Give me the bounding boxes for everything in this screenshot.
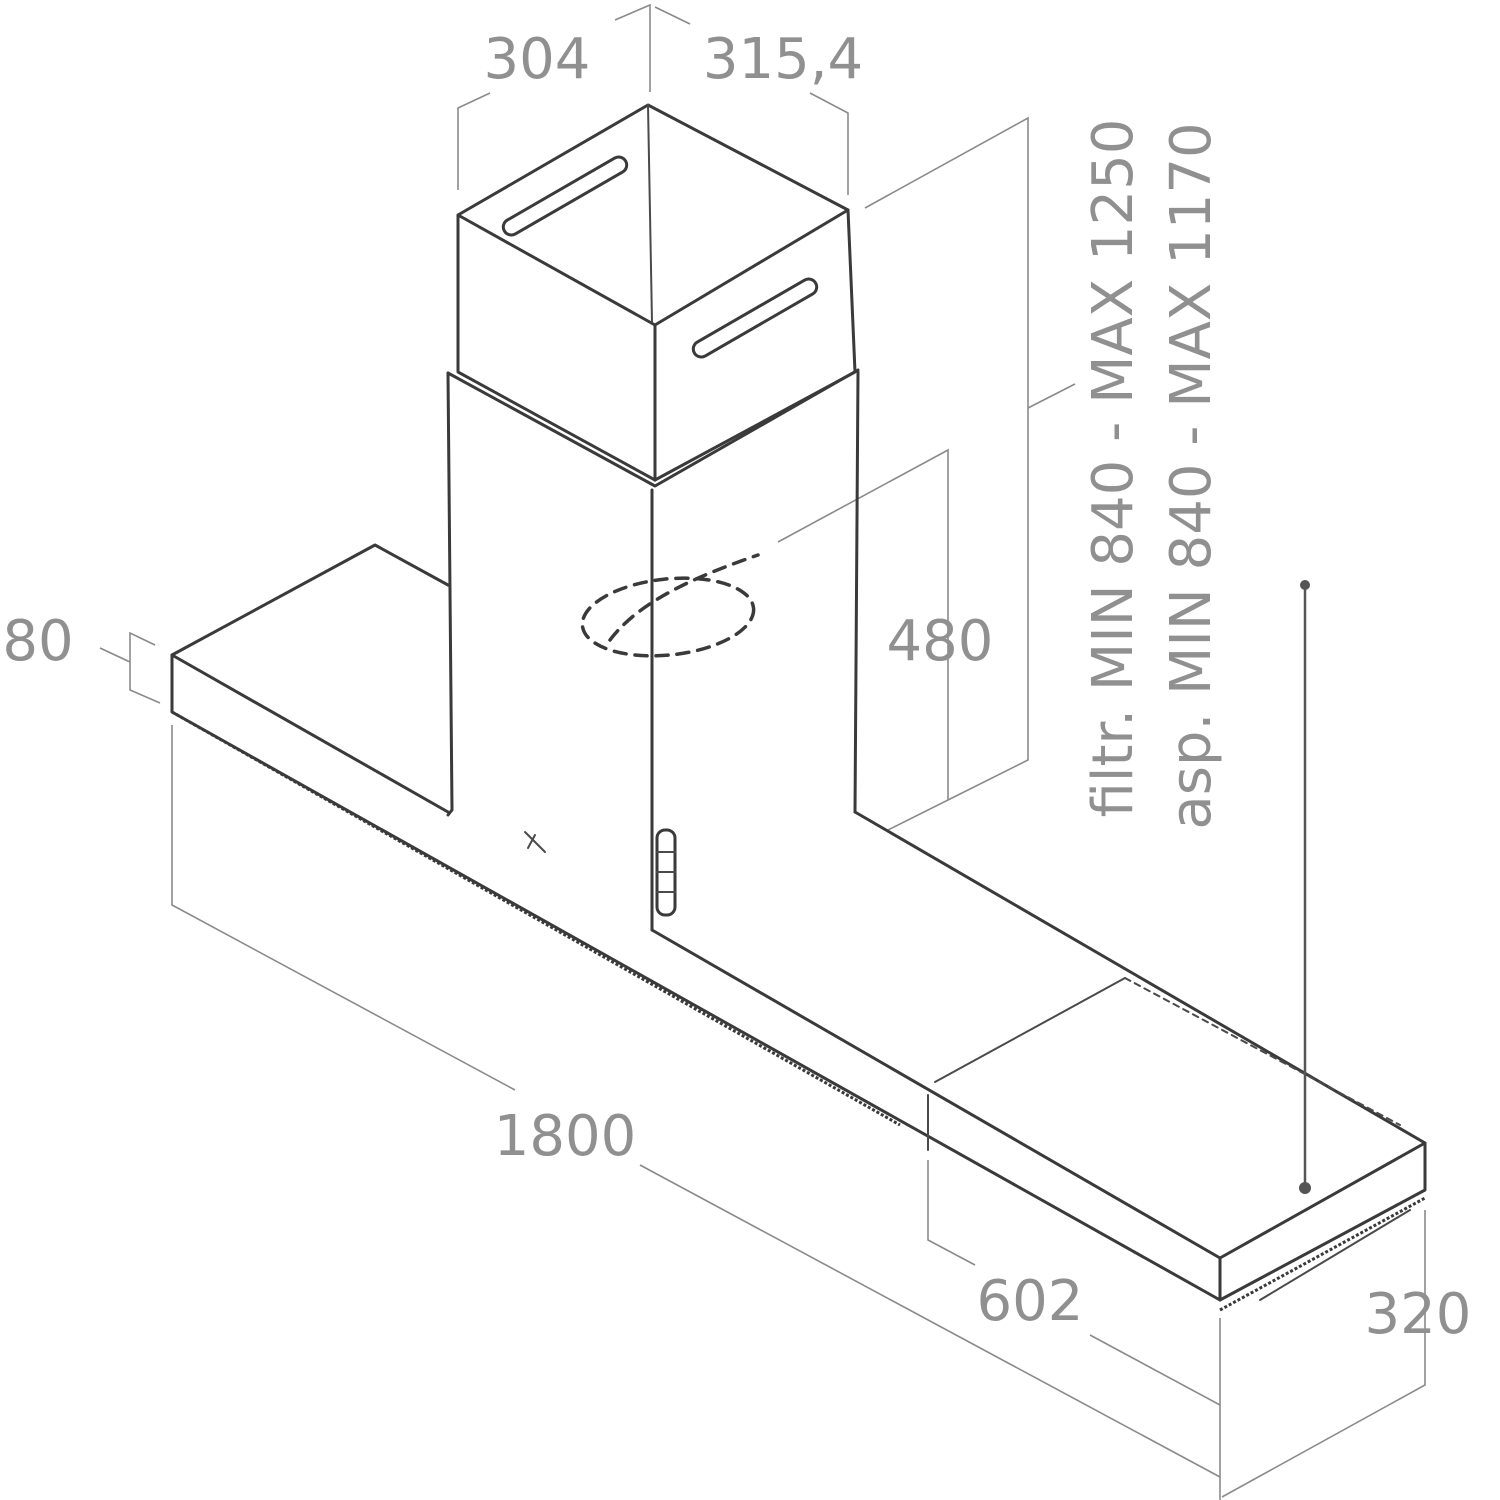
dim-height-range-ext	[864, 116, 1029, 801]
hood-underside-edge	[1259, 1209, 1411, 1301]
chimney-upper-left-face	[456, 213, 657, 482]
dim-1800-left	[171, 725, 516, 1091]
lower-chimney-right-edge	[853, 370, 860, 814]
hood-top-left-arm	[170, 543, 450, 814]
dim-304-left-ext	[457, 92, 491, 190]
dim-602-left	[927, 1160, 976, 1266]
dim-320-ext	[1221, 1210, 1426, 1498]
label-320: 320	[1365, 1282, 1472, 1347]
hood-front-bottom-edge	[171, 710, 901, 1127]
dim-80-leader	[99, 647, 131, 663]
dim-top-right-tick	[654, 6, 691, 25]
hood-right-bottom-edge	[1219, 1196, 1426, 1312]
hood-top-seam	[934, 977, 1126, 1083]
label-304: 304	[484, 27, 591, 92]
hood-front-face	[170, 653, 1222, 1302]
lower-chimney-top-rim	[446, 368, 860, 488]
label-extraction-height-range: asp. MIN 840 - MAX 1170	[1159, 122, 1224, 829]
label-480: 480	[887, 609, 994, 674]
cable-anchor-bottom	[1299, 1182, 1311, 1194]
dim-1800-right	[639, 1164, 1221, 1478]
label-602: 602	[977, 1269, 1084, 1334]
hood-top-right-arm	[650, 810, 1427, 1260]
dim-315-right-ext	[809, 92, 849, 195]
hood-back-edge	[1124, 977, 1401, 1126]
dimension-lines	[99, 3, 1426, 1500]
vent-slot-right	[691, 277, 819, 359]
dim-top-center-ext	[614, 3, 651, 92]
dim-602-right	[1089, 1334, 1221, 1406]
dim-80-ext	[129, 631, 161, 704]
fan-duct-outline	[608, 553, 760, 642]
chimney-inner-corner	[647, 104, 653, 323]
dimension-labels: 304 315,4 80 480 1800 602 320 filtr. MIN…	[2, 27, 1471, 1347]
chimney-upper-right-face	[653, 208, 857, 482]
hood-right-face	[1218, 1141, 1427, 1302]
label-1800: 1800	[494, 1104, 637, 1169]
small-mark	[524, 831, 546, 853]
label-80: 80	[2, 609, 73, 674]
label-filter-height-range: filtr. MIN 840 - MAX 1250	[1081, 119, 1146, 818]
fan-outline	[580, 576, 756, 658]
cable-anchor-top	[1300, 580, 1310, 590]
dim-480-ext	[777, 448, 949, 831]
label-315-4: 315,4	[703, 27, 863, 92]
lower-chimney-left-edge	[446, 371, 454, 817]
hood-body	[170, 103, 1427, 1312]
dim-height-range-leader	[1027, 383, 1076, 409]
vent-slot-left	[501, 155, 629, 237]
